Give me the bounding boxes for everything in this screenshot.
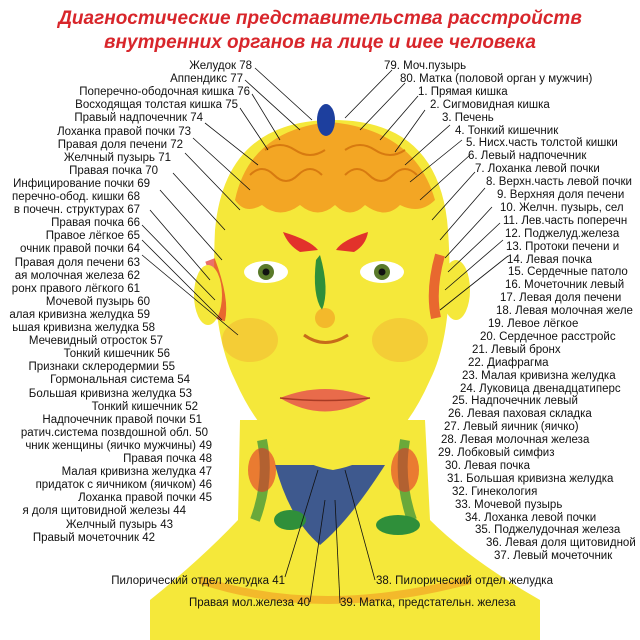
- label-bottom-39: 39. Матка, предстательн. железа: [340, 597, 516, 609]
- label-left-item: Желчный пузырь 43: [65, 518, 173, 531]
- label-left-item: алая кривизна желудка 59: [9, 308, 150, 321]
- label-right-item: 33. Мочевой пузырь: [455, 498, 563, 511]
- label-bottom-38: 38. Пилорический отдел желудка: [376, 575, 553, 587]
- label-left-item: ратич.система позвдошной обл. 50: [20, 426, 208, 439]
- label-left-item: Гормональная система 54: [50, 374, 190, 387]
- label-right-item: 28. Левая молочная железа: [441, 434, 590, 447]
- label-right-item: 21. Левый бронх: [472, 343, 561, 356]
- label-right-item: 14. Левая почка: [507, 253, 592, 266]
- label-left-item: Лоханка правой почки 73: [57, 125, 191, 138]
- label-left-item: Правая доля печени 63: [14, 256, 140, 269]
- label-right-item: 2. Сигмовидная кишка: [430, 98, 550, 111]
- label-right-item: 8. Верхн.часть левой почки: [486, 176, 632, 189]
- label-left-item: Правая почка 70: [69, 164, 158, 177]
- label-right-item: 4. Тонкий кишечник: [455, 124, 559, 137]
- label-right-item: 35. Поджелудочная железа: [475, 524, 621, 537]
- label-left-item: Правая почка 66: [51, 217, 140, 230]
- label-right-item: 26. Левая паховая складка: [448, 408, 592, 421]
- label-left-item: Правая почка 48: [123, 453, 212, 465]
- label-right-item: 37. Левый мочеточник: [494, 550, 613, 563]
- label-right-item: 25. Надпочечник левый: [452, 395, 578, 408]
- label-right-item: 80. Матка (половой орган у мужчин): [400, 72, 593, 85]
- label-left-item: придаток с яичником (яичком) 46: [35, 479, 212, 492]
- label-left-item: ая молочная железа 62: [14, 269, 140, 282]
- label-right-item: 24. Луковица двенадцатиперс: [460, 382, 621, 395]
- label-left-item: в почечн. структурах 67: [13, 204, 140, 217]
- title-line-2: внутренних органов на лице и шее человек…: [104, 32, 536, 53]
- label-right-item: 30. Левая почка: [445, 459, 530, 472]
- label-right-item: 34. Лоханка левой почки: [465, 511, 597, 524]
- label-bottom-40: Правая мол.железа 40: [188, 597, 310, 609]
- label-left-item: ьшая кривизна желудка 58: [12, 322, 155, 334]
- label-right-item: 6. Левый надпочечник: [468, 150, 587, 163]
- label-right-item: 12. Поджелуд.железа: [505, 227, 620, 240]
- label-left-item: Аппендикс 77: [170, 73, 243, 86]
- label-left-item: Большая кривизна желудка 53: [28, 387, 192, 400]
- label-right-item: 16. Мочеточник левый: [505, 279, 625, 292]
- label-right-item: 7. Лоханка левой почки: [475, 163, 600, 176]
- label-left-item: Инфицирование почки 69: [13, 177, 150, 190]
- label-right-item: 23. Малая кривизна желудка: [462, 369, 616, 382]
- leader-lines: [141, 67, 509, 604]
- head: [194, 104, 470, 470]
- label-right-item: 9. Верхняя доля печени: [497, 189, 625, 201]
- label-right-item: 36. Левая доля щитовидной: [486, 537, 636, 550]
- label-left-item: я доля щитовидной железы 44: [22, 505, 186, 518]
- label-right-item: 3. Печень: [442, 111, 494, 124]
- label-left-item: Поперечно-ободочная кишка 76: [79, 86, 250, 99]
- label-right-item: 32. Гинекология: [452, 485, 538, 498]
- label-left-item: Восходящая толстая кишка 75: [75, 99, 238, 112]
- label-left-item: Мечевидный отросток 57: [28, 335, 163, 348]
- neck-and-shoulders: [150, 420, 540, 640]
- label-right-item: 10. Желчн. пузырь, сел: [500, 201, 624, 214]
- label-bottom-41: Пилорический отдел желудка 41: [111, 575, 285, 587]
- label-right-item: 31. Большая кривизна желудка: [447, 472, 614, 485]
- label-left-item: Правый надпочечник 74: [74, 112, 203, 125]
- label-right-item: 27. Левый яичник (яичко): [444, 421, 579, 434]
- label-left-item: Мочевой пузырь 60: [45, 295, 150, 308]
- label-left-item: Лоханка правой почки 45: [78, 492, 212, 505]
- title-line-1: Диагностические представительства расстр…: [58, 8, 582, 29]
- label-right-item: 79. Моч.пузырь: [384, 60, 467, 72]
- label-left-item: Тонкий кишечник 52: [91, 400, 198, 413]
- label-left-item: Тонкий кишечник 56: [63, 348, 170, 361]
- label-right-item: 15. Сердечные патоло: [508, 266, 628, 279]
- label-left-item: Правое лёгкое 65: [45, 230, 140, 243]
- label-left-item: ронх правого лёгкого 61: [11, 282, 140, 295]
- label-right-item: 19. Левое лёгкое: [488, 318, 579, 330]
- label-left-item: Желудок 78: [189, 60, 252, 72]
- label-right-item: 13. Протоки печени и: [506, 240, 620, 253]
- label-right-item: 11. Лев.часть поперечн: [503, 214, 628, 227]
- label-right-item: 29. Лобковый симфиз: [438, 447, 555, 459]
- label-left-item: перечно-обод. кишки 68: [12, 191, 140, 203]
- label-left-item: Правый мочеточник 42: [32, 531, 155, 544]
- label-right-item: 17. Левая доля печени: [500, 292, 622, 305]
- label-right-item: 18. Левая молочная желе: [496, 305, 633, 318]
- label-right-item: 20. Сердечное расстройс: [480, 330, 616, 343]
- label-left-item: Малая кривизна желудка 47: [61, 466, 212, 479]
- label-right-item: 5. Нисх.часть толстой кишки: [466, 137, 618, 150]
- label-right-item: 22. Диафрагма: [468, 356, 549, 369]
- label-left-item: очник правой почки 64: [20, 243, 140, 256]
- label-left-item: Правая доля печени 72: [57, 138, 183, 151]
- label-left-item: Надпочечник правой почки 51: [42, 413, 202, 426]
- label-left-item: чник женщины (яичко мужчины) 49: [25, 439, 212, 452]
- label-right-item: 1. Прямая кишка: [418, 85, 508, 98]
- label-left-item: Желчный пузырь 71: [63, 151, 171, 164]
- label-left-item: Признаки склеродермии 55: [28, 361, 175, 374]
